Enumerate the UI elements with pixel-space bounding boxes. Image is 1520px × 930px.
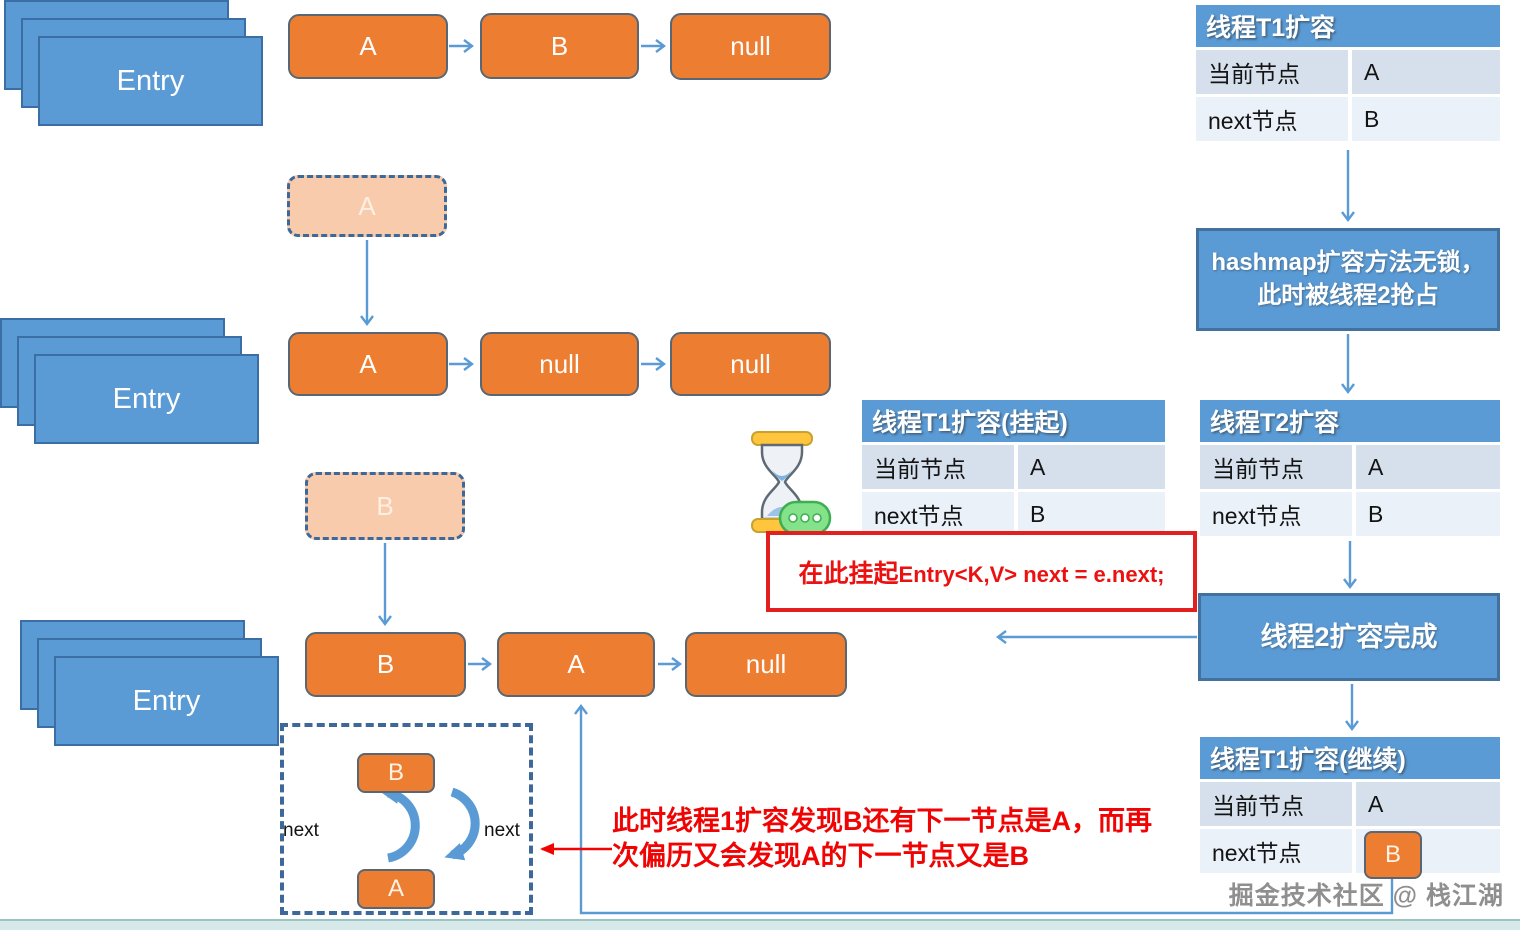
entry-card-front: Entry [54,656,279,746]
node-next-b: B [1364,831,1422,879]
table-row: 当前节点 A [1200,782,1500,826]
node-row2-null2: null [670,332,831,396]
row-value: A [1352,50,1500,94]
table-thread-t1-suspended: 线程T1扩容(挂起) 当前节点 A next节点 B [862,400,1165,536]
node-row1-a: A [288,14,448,79]
ghost-node-a: A [287,175,447,237]
entry-label: Entry [112,382,181,415]
table-thread-t1-continue: 线程T1扩容(继续) 当前节点 A next节点 B [1200,737,1500,879]
watermark: 掘金技术社区 @ 栈江湖 [1228,882,1504,910]
process-preempt: hashmap扩容方法无锁， 此时被线程2抢占 [1196,228,1500,331]
loop-annotation-line1: 此时线程1扩容发现B还有下一节点是A，而再 [612,806,1153,836]
process-t2-done-label: 线程2扩容完成 [1260,621,1438,652]
node-row2-a: A [288,332,448,396]
cycle-node-b: B [357,753,435,793]
table-thread-t1-continue-title: 线程T1扩容(继续) [1200,737,1500,779]
table-thread-t1-suspended-title: 线程T1扩容(挂起) [862,400,1165,442]
process-preempt-line1: hashmap扩容方法无锁， [1211,249,1485,277]
row-value-node-cell: B [1356,829,1500,879]
row-label: 当前节点 [1200,445,1352,489]
bottom-band [0,919,1520,930]
node-row3-null: null [685,632,847,697]
table-thread-t1-title: 线程T1扩容 [1196,5,1500,47]
row-value: B [1352,97,1500,141]
row-label: next节点 [1200,829,1352,873]
cycle-box [280,723,533,915]
node-row2-null1: null [480,332,639,396]
entry-card-front: Entry [38,36,263,126]
process-t2-done: 线程2扩容完成 [1198,593,1500,681]
row-value: B [1018,492,1165,536]
row-label: 当前节点 [1196,50,1348,94]
node-row1-null: null [670,13,831,80]
entry-card-front: Entry [34,354,259,444]
table-thread-t1: 线程T1扩容 当前节点 A next节点 B [1196,5,1500,141]
table-thread-t2: 线程T2扩容 当前节点 A next节点 B [1200,400,1500,536]
node-row3-a: A [497,632,655,697]
row-value: A [1356,782,1500,826]
table-row: next节点 B [862,492,1165,536]
row-value: B [1356,492,1500,536]
row-value: A [1018,445,1165,489]
table-row: 当前节点 A [1200,445,1500,489]
row-label: next节点 [862,492,1014,536]
table-thread-t2-title: 线程T2扩容 [1200,400,1500,442]
table-row: 当前节点 A [1196,50,1500,94]
suspend-annotation-zh: 在此挂起 [798,559,899,588]
suspend-annotation-text: 在此挂起Entry<K,V> next = e.next; [799,554,1165,590]
row-value: A [1356,445,1500,489]
row-label: next节点 [1196,97,1348,141]
node-row1-b: B [480,13,639,79]
node-row3-b: B [305,632,466,697]
next-label-left: next [283,820,319,841]
hourglass-icon [751,431,832,536]
next-label-right: next [484,820,520,841]
suspend-annotation-code: Entry<K,V> next = e.next; [898,561,1165,587]
cycle-node-a: A [357,869,435,909]
entry-label: Entry [132,684,201,717]
row-label: 当前节点 [862,445,1014,489]
loop-annotation-line2: 次偏历又会发现A的下一节点又是B [612,841,1029,871]
table-row: next节点 B [1200,829,1500,879]
process-preempt-line2: 此时被线程2抢占 [1257,281,1439,309]
table-row: next节点 B [1196,97,1500,141]
table-row: 当前节点 A [862,445,1165,489]
entry-label: Entry [116,64,185,97]
row-label: 当前节点 [1200,782,1352,826]
row-label: next节点 [1200,492,1352,536]
table-row: next节点 B [1200,492,1500,536]
ghost-node-b: B [305,472,465,540]
suspend-annotation-box: 在此挂起Entry<K,V> next = e.next; [766,531,1197,612]
loop-annotation: 此时线程1扩容发现B还有下一节点是A，而再 次偏历又会发现A的下一节点又是B [612,804,1152,874]
